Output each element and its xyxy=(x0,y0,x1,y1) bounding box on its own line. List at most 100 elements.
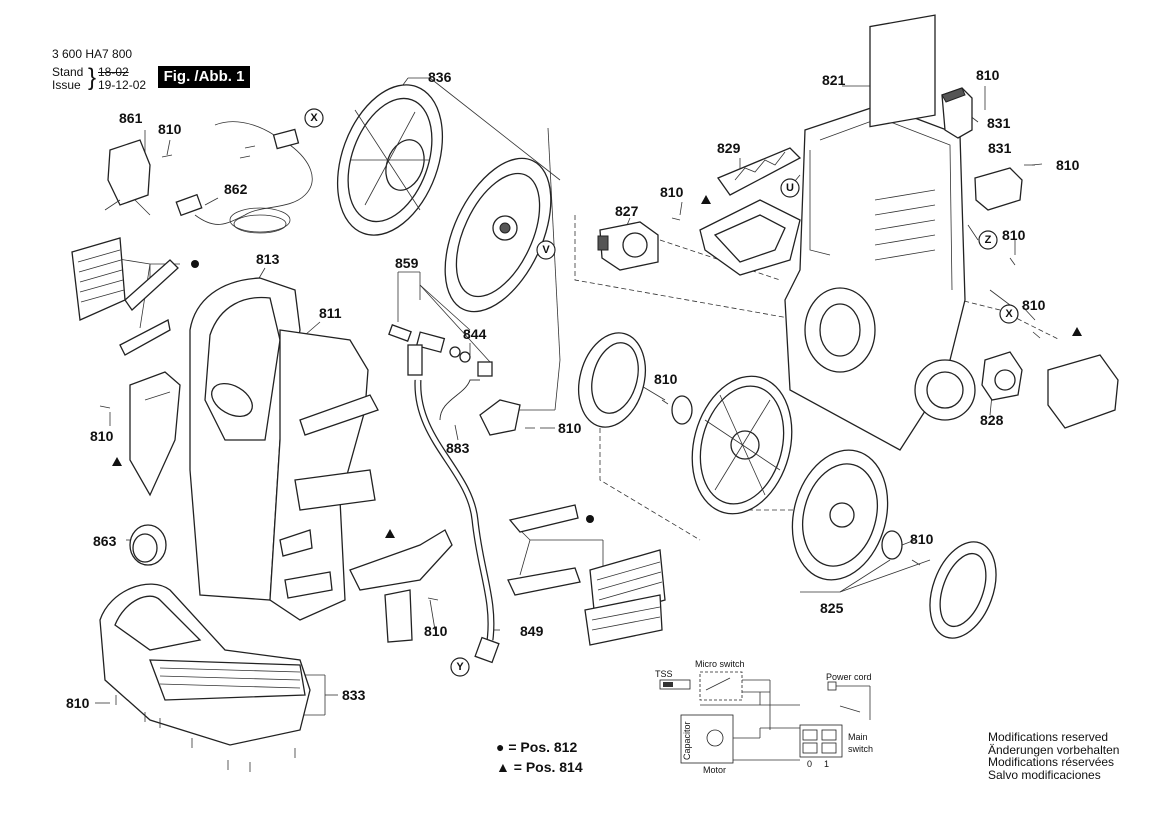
label-844: 844 xyxy=(463,326,487,342)
svg-text:V: V xyxy=(542,244,550,256)
issue-value: 19-12-02 xyxy=(98,78,147,92)
label-810: 810 xyxy=(1056,157,1080,173)
wheel-tyre xyxy=(791,449,889,581)
side-panel-814 xyxy=(349,529,453,643)
stand-value: 18-02 xyxy=(98,65,129,79)
label-810: 810 xyxy=(1022,297,1046,313)
wiring-tss: TSS xyxy=(655,669,673,679)
figure-label: Fig. /Abb. 1 xyxy=(158,66,250,88)
modifications-notes: Modifications reserved Änderungen vorbeh… xyxy=(988,731,1119,781)
label-849: 849 xyxy=(520,623,544,639)
wiring-pos0: 0 xyxy=(807,759,812,769)
label-836: 836 xyxy=(428,69,452,85)
label-825: 825 xyxy=(820,600,844,616)
doc-number: 3 600 HA7 800 xyxy=(52,47,133,61)
hub-810 xyxy=(671,395,693,425)
hose-849 xyxy=(414,379,500,664)
triangle-icon: ▲ xyxy=(496,759,510,775)
label-829: 829 xyxy=(717,140,741,156)
wheel-cap xyxy=(881,530,997,639)
callout-z: Z xyxy=(978,230,998,250)
knob-863 xyxy=(129,524,167,566)
note-en: Modifications reserved xyxy=(988,730,1109,744)
wiring-motor: Motor xyxy=(703,765,726,775)
part-labels: 836 821 810 831 831 810 861 810 862 829 … xyxy=(66,67,1080,711)
svg-text:X: X xyxy=(1005,308,1013,320)
label-810: 810 xyxy=(66,695,90,711)
inlet-connector-827 xyxy=(597,221,659,271)
label-810: 810 xyxy=(158,121,182,137)
legend-triangle: ▲ = Pos. 814 xyxy=(496,759,583,775)
label-810: 810 xyxy=(558,420,582,436)
note-fr: Modifications réservées xyxy=(988,755,1115,769)
label-828: 828 xyxy=(980,412,1004,428)
label-810-mid: 810 xyxy=(424,623,448,639)
issue-label: Issue xyxy=(52,78,81,92)
filter-grid-middle xyxy=(507,504,666,646)
fitting-859 xyxy=(388,324,493,377)
micro-switch-861 xyxy=(104,139,151,216)
wiring-switch: switch xyxy=(848,744,873,754)
hose-clip-829 xyxy=(717,147,802,196)
wiring-diagram: TSS Micro switch Power cord Main switch … xyxy=(655,659,873,775)
wheel-rim xyxy=(691,375,793,515)
callout-u: U xyxy=(780,178,800,198)
wiring-capacitor: Capacitor xyxy=(682,721,692,760)
label-810: 810 xyxy=(660,184,684,200)
rear-cover-811 xyxy=(269,329,379,621)
note-es: Salvo modificaciones xyxy=(988,767,1101,782)
label-861: 861 xyxy=(119,110,143,126)
label-833: 833 xyxy=(342,687,366,703)
brace: } xyxy=(88,64,97,91)
cap-831-side xyxy=(974,167,1023,211)
wheel-inner-cover xyxy=(578,332,646,428)
wiring-micro-switch: Micro switch xyxy=(695,659,745,669)
callout-x-right: X xyxy=(999,304,1019,324)
hose-reel-disc xyxy=(444,157,552,313)
label-883: 883 xyxy=(446,440,470,456)
outlet-connector-828 xyxy=(981,351,1023,401)
wiring-main: Main xyxy=(848,732,868,742)
svg-text:U: U xyxy=(786,182,794,194)
wiring-pos1: 1 xyxy=(824,759,829,769)
front-cover-813 xyxy=(189,277,301,601)
label-862: 862 xyxy=(224,181,248,197)
label-863: 863 xyxy=(93,533,117,549)
label-813: 813 xyxy=(256,251,280,267)
elbow-883 xyxy=(439,379,521,436)
filter-grid-left xyxy=(71,237,179,356)
dot-markers xyxy=(191,260,594,523)
stand-label: Stand xyxy=(52,65,84,79)
svg-text:Z: Z xyxy=(985,234,992,246)
power-cord-862 xyxy=(175,121,313,234)
label-827: 827 xyxy=(615,203,639,219)
label-810-left: 810 xyxy=(90,428,114,444)
dot-icon: ● xyxy=(496,739,505,755)
front-shell-814 xyxy=(129,371,181,497)
label-821: 821 xyxy=(822,72,846,88)
screws xyxy=(99,100,1043,772)
side-cover-814 xyxy=(1047,354,1119,429)
label-831: 831 xyxy=(987,115,1011,131)
label-810: 810 xyxy=(910,531,934,547)
label-859: 859 xyxy=(395,255,419,271)
label-810: 810 xyxy=(976,67,1000,83)
base-833 xyxy=(99,583,311,746)
callout-v: V xyxy=(536,240,556,260)
label-810: 810 xyxy=(1002,227,1026,243)
bracket-814 xyxy=(699,199,801,276)
legend-dot: ● = Pos. 812 xyxy=(496,739,578,755)
label-811: 811 xyxy=(319,305,342,321)
cap-831-top xyxy=(941,87,973,139)
label-831: 831 xyxy=(988,140,1012,156)
callout-x-top: X xyxy=(304,108,324,128)
wiring-power-cord: Power cord xyxy=(826,672,872,682)
main-housing xyxy=(784,14,976,451)
hose-reel-drum xyxy=(336,84,444,236)
svg-text:Y: Y xyxy=(456,661,464,673)
label-810: 810 xyxy=(654,371,678,387)
triangle-markers xyxy=(112,195,1082,538)
svg-text:X: X xyxy=(310,112,318,124)
callout-y: Y xyxy=(450,657,470,677)
